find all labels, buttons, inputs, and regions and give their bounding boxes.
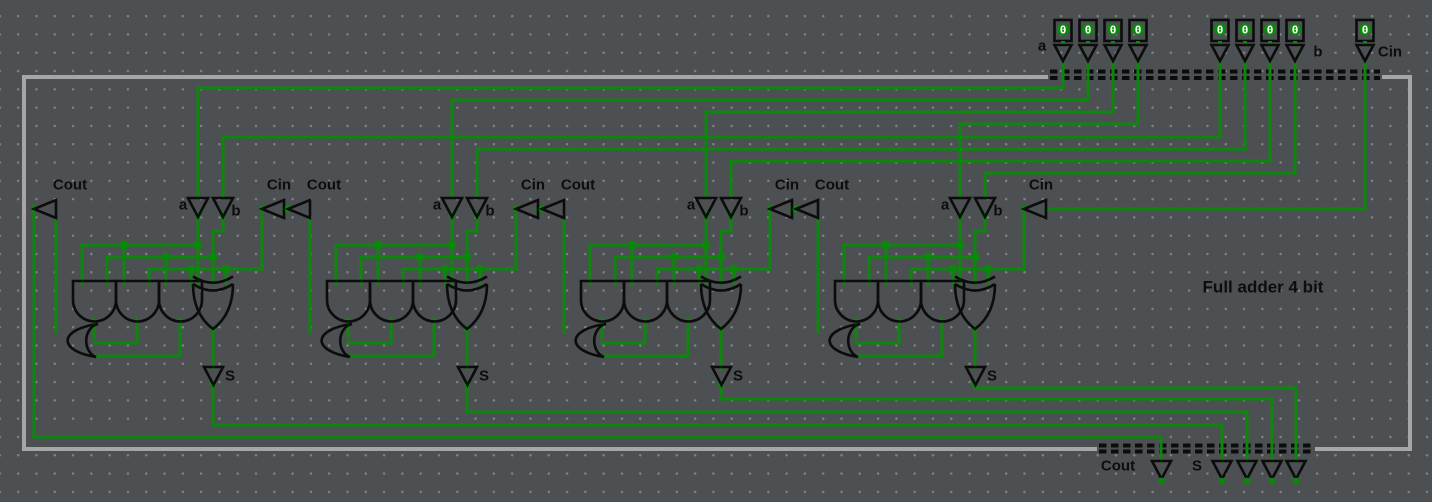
input-value-b-1: 0 <box>1242 24 1249 37</box>
cell2-cin-label: Cin <box>774 176 800 194</box>
input-toggle-a-2[interactable]: 0 <box>1102 18 1124 64</box>
circuit-title: Full adder 4 bit <box>1202 277 1324 297</box>
input-toggle-a-3[interactable]: 0 <box>1127 18 1149 64</box>
input-value-b-0: 0 <box>1217 24 1224 37</box>
cell0-s-label: S <box>224 367 236 385</box>
cell1-a-label: a <box>432 196 442 214</box>
top-b-label: b <box>1313 43 1323 61</box>
input-value-a-2: 0 <box>1110 24 1117 37</box>
input-value-a-0: 0 <box>1060 24 1067 37</box>
adder-cell-bit2 <box>283 196 540 389</box>
cell1-s-label: S <box>478 367 490 385</box>
input-value-b-3: 0 <box>1292 24 1299 37</box>
input-value-a-3: 0 <box>1135 24 1142 37</box>
cell3-cin-label: Cin <box>1028 176 1054 194</box>
top-cin-label: Cin <box>1377 43 1403 61</box>
cell1-b-label: b <box>485 202 495 220</box>
input-toggle-b-1[interactable]: 0 <box>1234 18 1256 64</box>
input-pin-icon <box>1077 43 1099 64</box>
bottom-cout-label: Cout <box>1100 457 1136 475</box>
bottom-s-label: S <box>1191 457 1203 475</box>
top-a-label: a <box>1037 37 1047 55</box>
adder-cell-bit0 <box>791 196 1048 389</box>
input-toggle-b-0[interactable]: 0 <box>1209 18 1231 64</box>
cell2-b-label: b <box>739 202 749 220</box>
input-value-a-1: 0 <box>1085 24 1092 37</box>
cell0-a-label: a <box>178 196 188 214</box>
cell0-cin-label: Cin <box>266 176 292 194</box>
input-pin-icon <box>1234 43 1256 64</box>
cell3-s-label: S <box>986 367 998 385</box>
cell3-cout-label: Cout <box>814 176 850 194</box>
input-toggle-cin-0[interactable]: 0 <box>1354 18 1376 64</box>
input-pin-icon <box>1284 43 1306 64</box>
routing-wires <box>32 57 1367 463</box>
input-pin-icon <box>1209 43 1231 64</box>
frame-border <box>22 75 1097 451</box>
s-output-pin-icon <box>1284 459 1308 482</box>
cell1-cout-label: Cout <box>306 176 342 194</box>
adder-cell-bit3 <box>29 196 286 389</box>
input-pin-icon <box>1259 43 1281 64</box>
input-toggle-a-1[interactable]: 0 <box>1077 18 1099 64</box>
adder-cell-bit1 <box>537 196 794 389</box>
cell1-cin-label: Cin <box>520 176 546 194</box>
cell0-b-label: b <box>231 202 241 220</box>
s-output-pin-icon <box>1235 459 1259 482</box>
cell3-b-label: b <box>993 202 1003 220</box>
output-pins <box>1149 459 1308 485</box>
input-pin-icon <box>1354 43 1376 64</box>
cell3-a-label: a <box>940 196 950 214</box>
input-toggle-b-2[interactable]: 0 <box>1259 18 1281 64</box>
input-value-cin-0: 0 <box>1362 24 1369 37</box>
cell2-cout-label: Cout <box>560 176 596 194</box>
input-pin-icon <box>1102 43 1124 64</box>
s-output-pin-icon <box>1260 459 1284 482</box>
input-toggle-b-3[interactable]: 0 <box>1284 18 1306 64</box>
input-pin-icon <box>1052 43 1074 64</box>
cell2-s-label: S <box>732 367 744 385</box>
s-output-pin-icon <box>1210 459 1234 482</box>
dashed-border-bottom <box>1099 443 1312 454</box>
frame-border <box>1315 75 1412 451</box>
input-value-b-2: 0 <box>1267 24 1274 37</box>
cell0-cout-label: Cout <box>52 176 88 194</box>
input-toggle-a-0[interactable]: 0 <box>1052 18 1074 64</box>
cout-output-pin-icon <box>1149 459 1174 482</box>
dashed-border-top <box>1050 69 1380 80</box>
cell2-a-label: a <box>686 196 696 214</box>
input-pin-icon <box>1127 43 1149 64</box>
